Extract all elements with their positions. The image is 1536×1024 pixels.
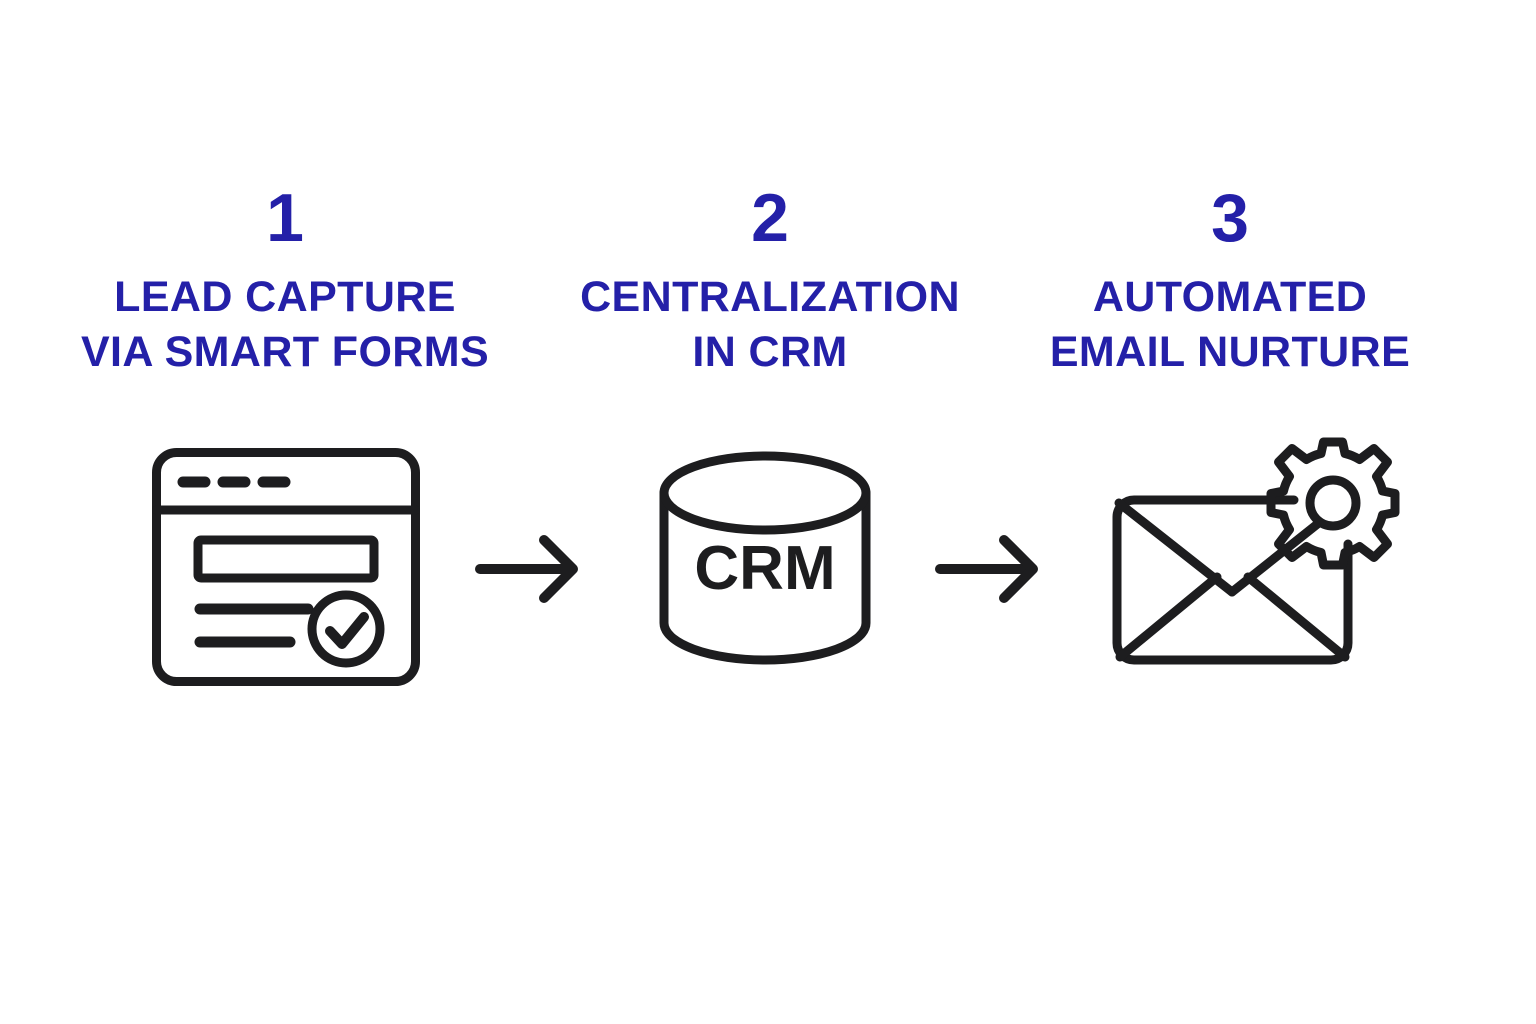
- step-2-column: 2 CENTRALIZATION IN CRM: [540, 180, 1000, 380]
- cylinder-label: CRM: [694, 534, 835, 603]
- gear-icon: [1266, 437, 1400, 570]
- connector-arrow-1: [468, 533, 598, 605]
- envelope-flap-right: [1227, 517, 1325, 597]
- cylinder-top-ellipse: [659, 451, 871, 535]
- step-1-number: 1: [266, 180, 304, 256]
- step-3-title: AUTOMATED EMAIL NURTURE: [1049, 273, 1411, 376]
- form-check-circle: [307, 590, 385, 668]
- browser-form-icon: [150, 446, 422, 688]
- step-2-number: 2: [751, 180, 789, 256]
- form-input-box: [193, 535, 379, 583]
- arrow-right-icon-head-1: [539, 535, 578, 603]
- browser-window-frame: [152, 448, 420, 686]
- step-2-title: CENTRALIZATION IN CRM: [580, 273, 960, 376]
- envelope-fold-left: [1115, 572, 1222, 662]
- arrow-right-icon-head-2: [999, 535, 1038, 603]
- gear-hub-circle: [1305, 475, 1361, 531]
- email-gear-icon: [1105, 437, 1405, 688]
- step-3-number: 3: [1211, 180, 1249, 256]
- step-3-column: 3 AUTOMATED EMAIL NURTURE: [1000, 180, 1460, 380]
- form-check-mark: [325, 612, 369, 649]
- envelope-fold-right: [1243, 572, 1350, 662]
- step-1-title: LEAD CAPTURE VIA SMART FORMS: [80, 273, 490, 376]
- connector-arrow-2: [928, 533, 1058, 605]
- cylinder-body: [659, 488, 871, 665]
- database-cylinder-icon: CRM: [652, 446, 878, 688]
- step-1-column: 1 LEAD CAPTURE VIA SMART FORMS: [55, 180, 515, 380]
- gear-teeth-outline: [1266, 437, 1400, 570]
